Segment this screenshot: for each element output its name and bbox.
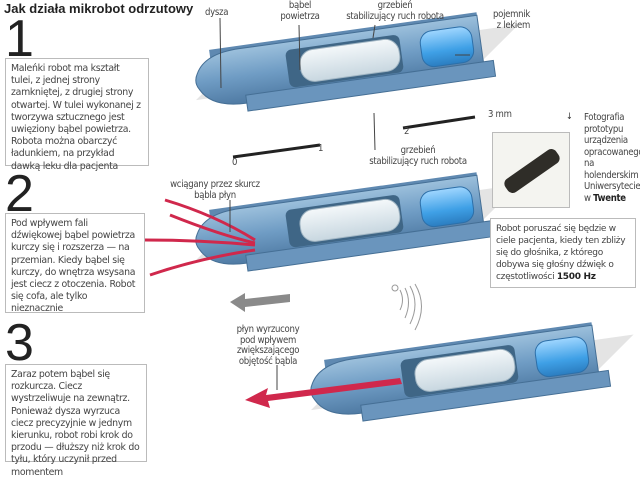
ruler bbox=[232, 115, 476, 159]
step-3-description: Zaraz potem bąbel się rozkurcza. Ciecz w… bbox=[5, 364, 147, 478]
photo-caption: Fotografia prototypu urządzenia opracowa… bbox=[584, 112, 640, 204]
nozzle-label: dysza bbox=[205, 7, 229, 18]
scale-unit: 3 mm bbox=[488, 109, 512, 120]
arrow-down-icon: ↓ bbox=[566, 112, 573, 122]
scale-1: 1 bbox=[318, 143, 324, 154]
prototype-photo bbox=[492, 132, 570, 208]
recoil-arrow bbox=[230, 293, 290, 312]
diagram-graphics bbox=[144, 6, 640, 429]
page-title: Jak działa mikrobot odrzutowy bbox=[4, 1, 194, 16]
step-2-description: Pod wpływem fali dźwiękowej bąbel powiet… bbox=[5, 213, 145, 314]
robot-step-3 bbox=[303, 316, 640, 429]
step-2-number: 2 bbox=[5, 165, 34, 223]
scale-2: 2 bbox=[404, 126, 410, 137]
speaker-note: Robot poruszać się będzie w ciele pacjen… bbox=[490, 218, 636, 288]
step-1-description: Maleńki robot ma kształt tulei, z jednej… bbox=[5, 58, 149, 172]
prototype-device-image bbox=[502, 146, 562, 196]
scale-0: 0 bbox=[232, 157, 238, 168]
speaker-waves bbox=[391, 283, 422, 331]
intake-flow-lines bbox=[144, 198, 256, 277]
leader-lines bbox=[219, 17, 470, 390]
step-3-number: 3 bbox=[5, 314, 34, 372]
jet-arrow bbox=[245, 378, 402, 408]
step-1-number: 1 bbox=[5, 10, 34, 68]
